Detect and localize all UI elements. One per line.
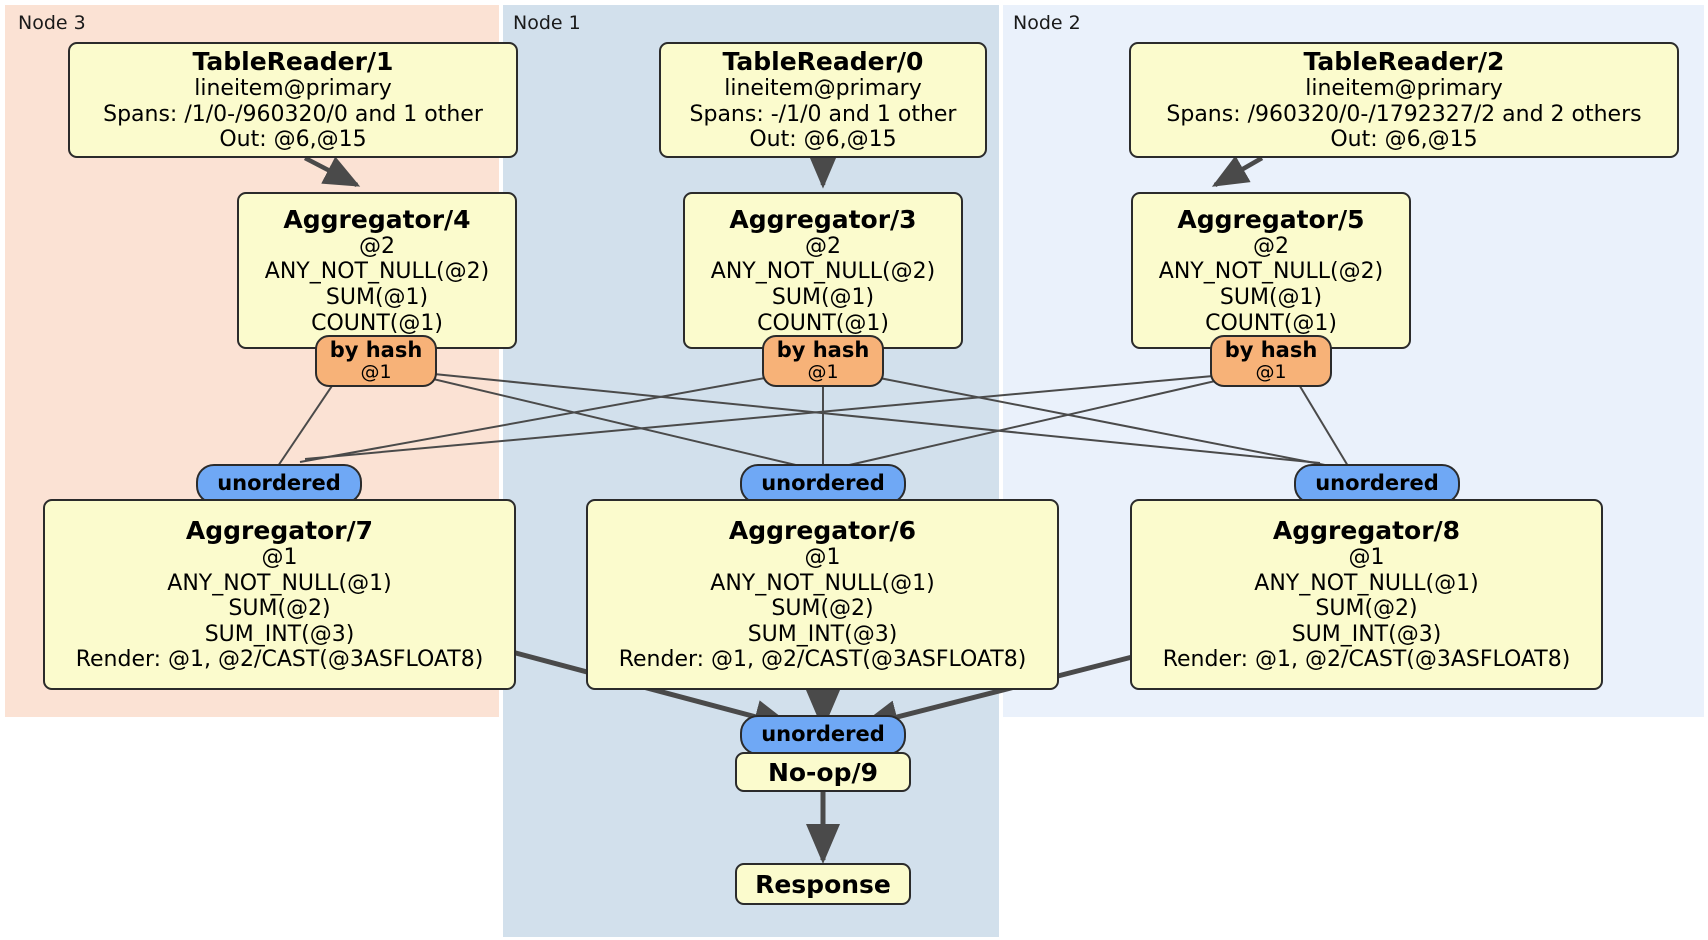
processor-line: SUM(@1): [325, 285, 429, 310]
badge-unordered-aggregator-6[interactable]: unordered: [740, 464, 906, 504]
badge-unordered-aggregator-8[interactable]: unordered: [1294, 464, 1460, 504]
node-label-node3: Node 3: [18, 12, 86, 34]
processor-title: TableReader/1: [192, 47, 394, 77]
processor-line: COUNT(@1): [757, 310, 889, 336]
processor-line: @2: [805, 233, 841, 259]
processor-line: lineitem@primary: [724, 76, 922, 102]
processor-line: Spans: /1/0-/960320/0 and 1 other: [103, 101, 483, 127]
badge-by-hash-aggregator-4[interactable]: by hash @1: [315, 335, 437, 387]
processor-line: COUNT(@1): [311, 310, 443, 336]
processor-line: ANY_NOT_NULL(@1): [710, 570, 935, 596]
processor-line: SUM_INT(@3): [747, 621, 898, 647]
processor-line: SUM_INT(@3): [1291, 621, 1442, 647]
processor-line: SUM(@2): [228, 596, 331, 622]
node-label-node2: Node 2: [1013, 12, 1081, 34]
processor-line: Render: @1, @2/CAST(@3ASFLOAT8): [618, 647, 1027, 673]
processor-line: ANY_NOT_NULL(@1): [167, 570, 392, 596]
processor-title: Response: [755, 869, 891, 899]
badge-label: by hash: [1224, 338, 1318, 362]
badge-sublabel: @1: [807, 361, 839, 384]
processor-no-op-9[interactable]: No-op/9: [735, 752, 911, 792]
processor-line: COUNT(@1): [1205, 310, 1337, 336]
processor-title: Aggregator/8: [1272, 516, 1461, 546]
processor-line: @2: [359, 233, 395, 259]
processor-line: Out: @6,@15: [219, 127, 367, 153]
badge-sublabel: @1: [360, 361, 392, 384]
processor-title: Aggregator/4: [283, 204, 471, 234]
processor-line: @1: [804, 545, 841, 571]
badge-label: unordered: [761, 471, 885, 496]
processor-response[interactable]: Response: [735, 863, 911, 905]
badge-by-hash-aggregator-3[interactable]: by hash @1: [762, 335, 884, 387]
processor-aggregator-3[interactable]: Aggregator/3 @2 ANY_NOT_NULL(@2) SUM(@1)…: [683, 192, 963, 349]
processor-aggregator-6[interactable]: Aggregator/6 @1 ANY_NOT_NULL(@1) SUM(@2)…: [586, 499, 1059, 690]
processor-aggregator-5[interactable]: Aggregator/5 @2 ANY_NOT_NULL(@2) SUM(@1)…: [1131, 192, 1411, 349]
processor-title: Aggregator/7: [185, 516, 374, 546]
badge-label: unordered: [1315, 471, 1439, 496]
processor-line: @2: [1253, 233, 1289, 259]
processor-title: Aggregator/5: [1177, 204, 1365, 234]
processor-title: Aggregator/3: [729, 204, 917, 234]
processor-line: SUM(@1): [1219, 285, 1323, 310]
processor-aggregator-7[interactable]: Aggregator/7 @1 ANY_NOT_NULL(@1) SUM(@2)…: [43, 499, 516, 690]
processor-line: Out: @6,@15: [1330, 127, 1478, 153]
processor-table-reader-1[interactable]: TableReader/1 lineitem@primary Spans: /1…: [68, 42, 518, 158]
processor-aggregator-8[interactable]: Aggregator/8 @1 ANY_NOT_NULL(@1) SUM(@2)…: [1130, 499, 1603, 690]
processor-line: SUM(@1): [771, 285, 875, 310]
processor-line: ANY_NOT_NULL(@1): [1254, 570, 1479, 596]
badge-unordered-aggregator-7[interactable]: unordered: [196, 464, 362, 504]
processor-title: TableReader/0: [722, 47, 924, 77]
badge-by-hash-aggregator-5[interactable]: by hash @1: [1210, 335, 1332, 387]
badge-label: by hash: [776, 338, 870, 362]
processor-title: No-op/9: [767, 757, 879, 787]
processor-table-reader-0[interactable]: TableReader/0 lineitem@primary Spans: -/…: [659, 42, 987, 158]
processor-line: ANY_NOT_NULL(@2): [710, 259, 936, 285]
processor-line: @1: [261, 545, 298, 571]
processor-line: lineitem@primary: [1305, 76, 1503, 102]
processor-line: Render: @1, @2/CAST(@3ASFLOAT8): [1162, 647, 1571, 673]
processor-table-reader-2[interactable]: TableReader/2 lineitem@primary Spans: /9…: [1129, 42, 1679, 158]
processor-line: Render: @1, @2/CAST(@3ASFLOAT8): [75, 647, 484, 673]
processor-title: Aggregator/6: [728, 516, 917, 546]
processor-aggregator-4[interactable]: Aggregator/4 @2 ANY_NOT_NULL(@2) SUM(@1)…: [237, 192, 517, 349]
badge-label: unordered: [761, 722, 885, 747]
processor-line: lineitem@primary: [194, 76, 392, 102]
node-label-node1: Node 1: [513, 12, 581, 34]
processor-line: ANY_NOT_NULL(@2): [264, 259, 490, 285]
badge-label: by hash: [329, 338, 423, 362]
processor-line: SUM(@2): [771, 596, 874, 622]
processor-line: ANY_NOT_NULL(@2): [1158, 259, 1384, 285]
badge-unordered-final[interactable]: unordered: [740, 715, 906, 755]
processor-line: Spans: /960320/0-/1792327/2 and 2 others: [1166, 101, 1642, 127]
processor-line: @1: [1348, 545, 1385, 571]
processor-title: TableReader/2: [1303, 47, 1505, 77]
processor-line: SUM_INT(@3): [204, 621, 355, 647]
processor-line: Spans: -/1/0 and 1 other: [689, 101, 957, 127]
processor-line: Out: @6,@15: [749, 127, 897, 153]
badge-sublabel: @1: [1255, 361, 1287, 384]
badge-label: unordered: [217, 471, 341, 496]
processor-line: SUM(@2): [1315, 596, 1418, 622]
